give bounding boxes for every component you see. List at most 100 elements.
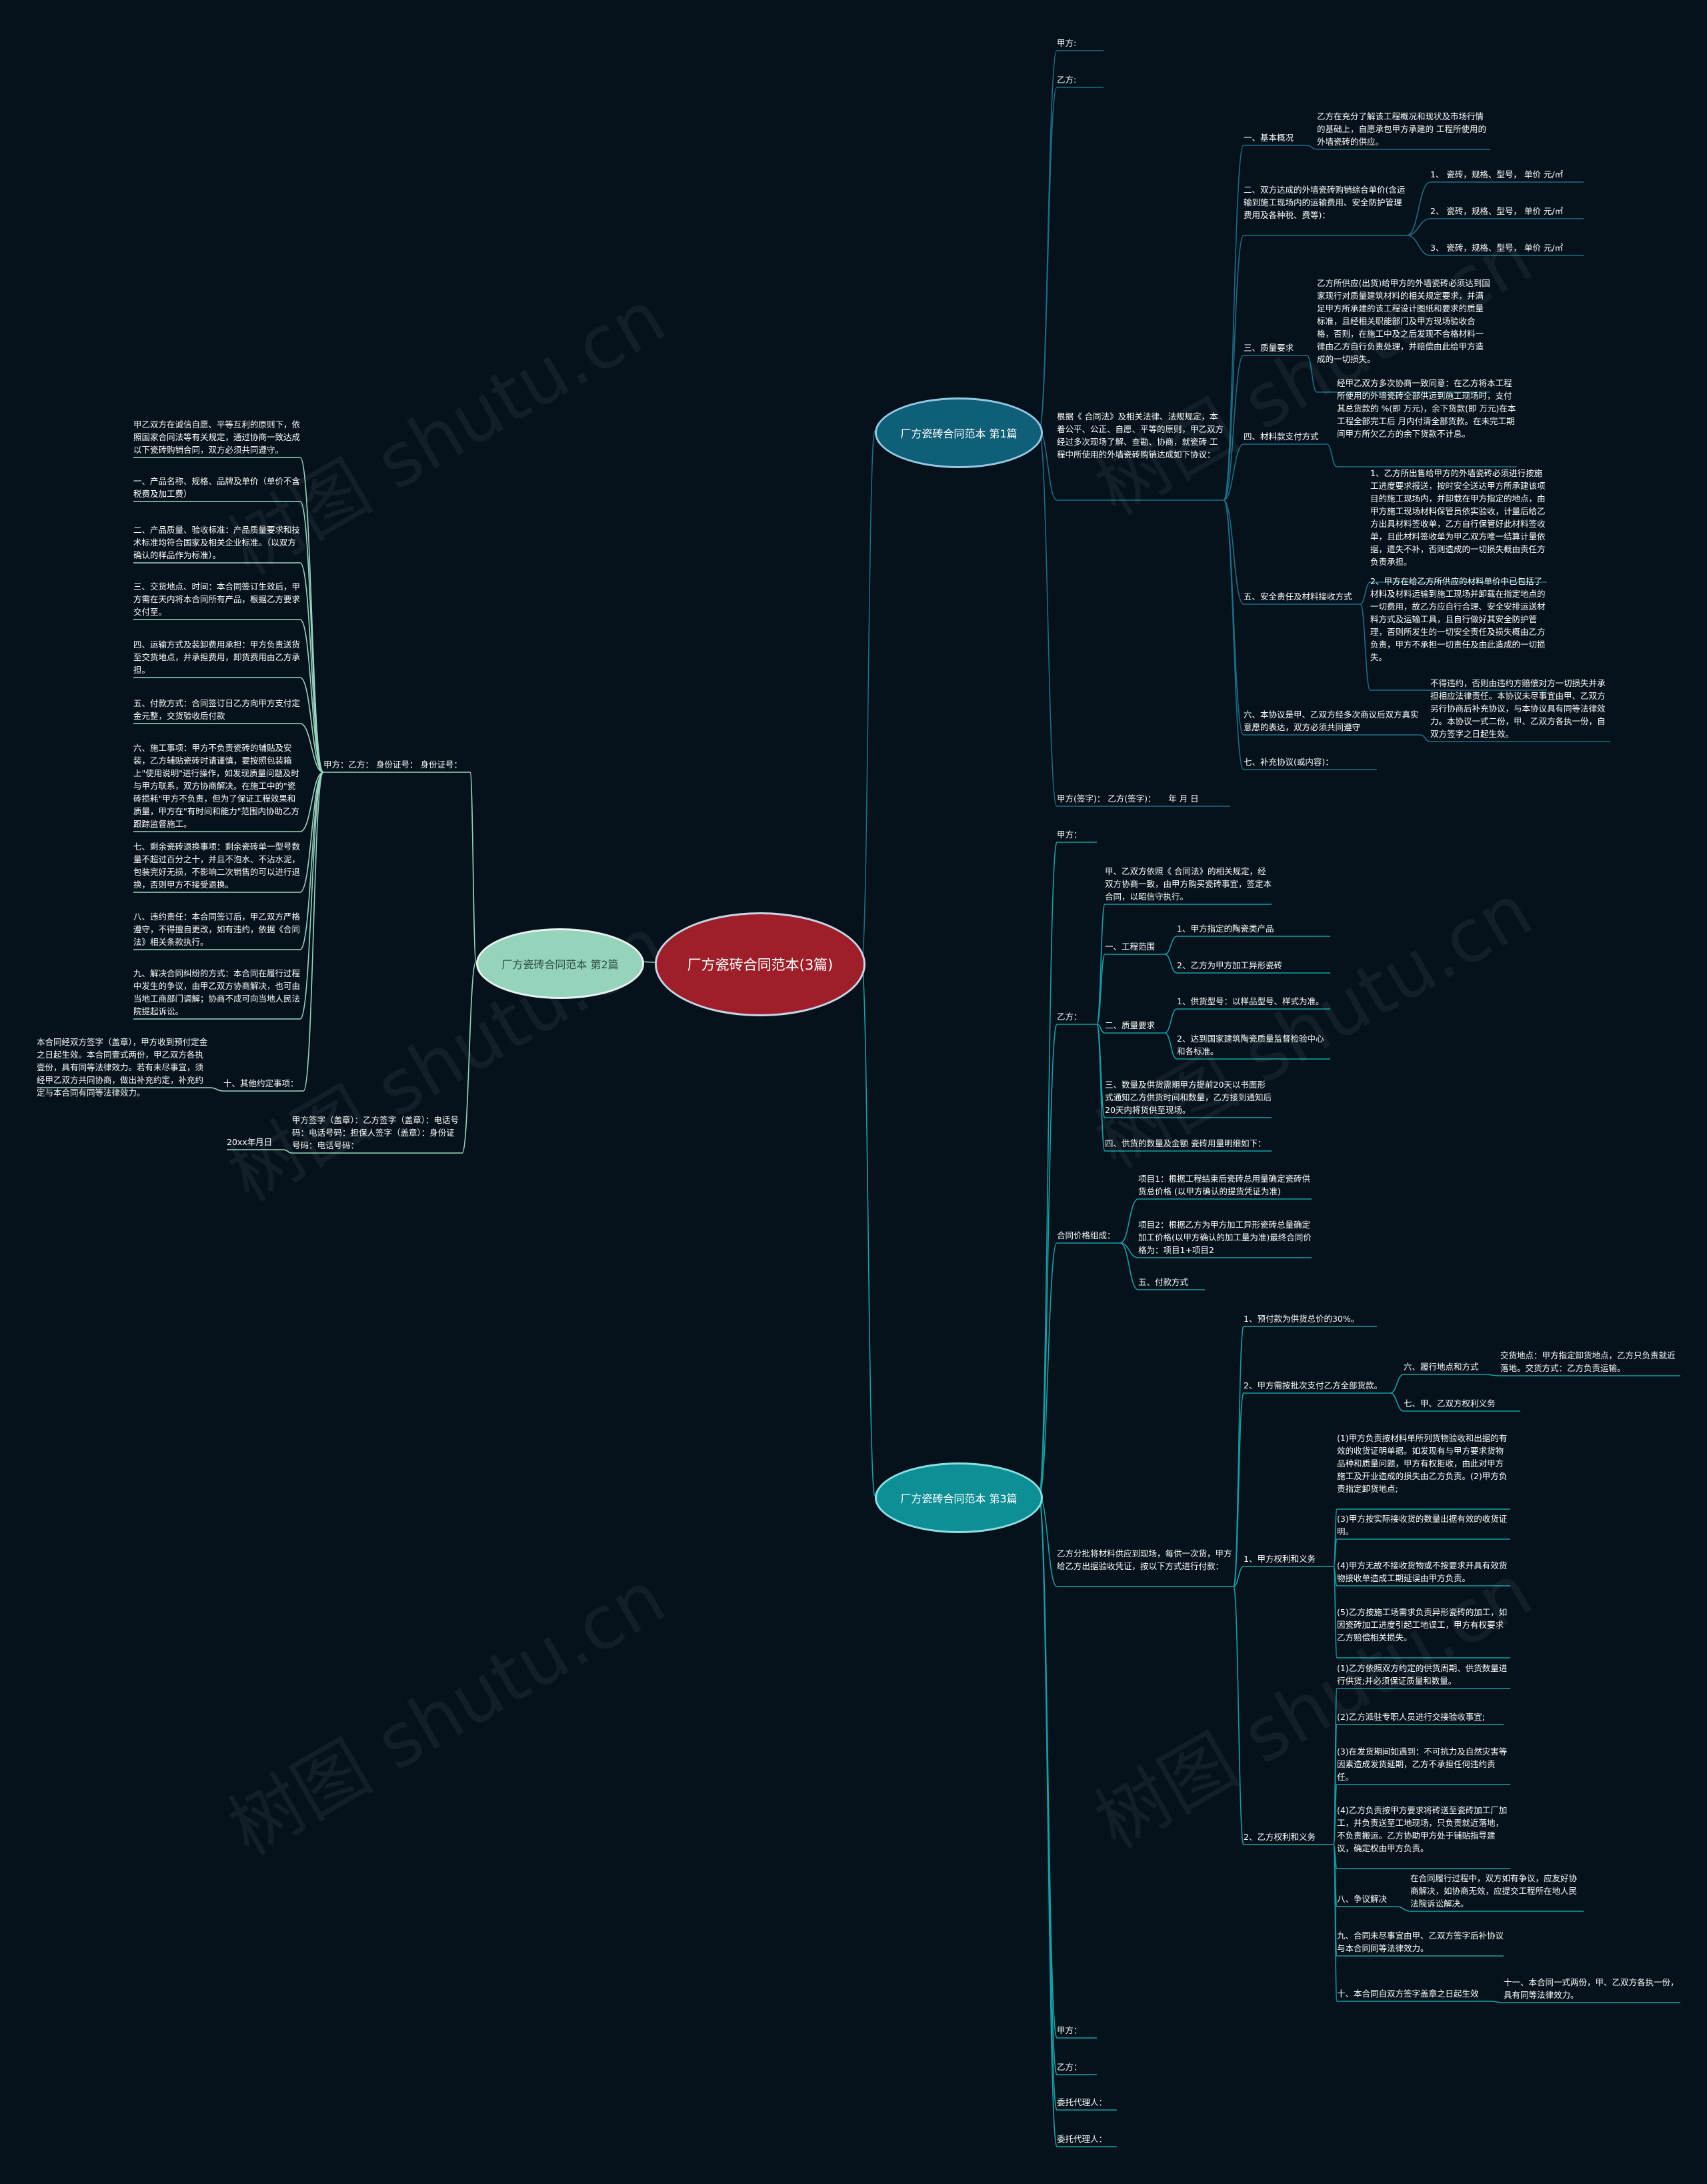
connector-b2_c1_2	[299, 501, 324, 773]
topic-b2-c1-3[interactable]: 二、产品质量、验收标准：产品质量要求和技术标准均符合国家及相关企业标准。（以双方…	[133, 525, 301, 560]
topic-b2-c1-1[interactable]: 甲乙双方在诚信自愿、平等互利的原则下，依照国家合同法等有关规定，通过协商一致达成…	[133, 419, 301, 455]
topic-b3-c2-2[interactable]: 一、工程范围	[1105, 942, 1156, 952]
topic-b1-c1[interactable]: 甲方:	[1057, 38, 1077, 48]
topic-b3-c4-4-1[interactable]: (1)乙方依照双方约定的供货周期、供货数量进行供货;并必须保证质量和数量。	[1337, 1663, 1508, 1686]
connector-b3_c4_1	[1233, 1326, 1244, 1587]
connector-b3_c4	[1038, 1495, 1058, 1587]
topic-b1-c3-2[interactable]: 二、双方达成的外墙瓷砖购销综合单价(含运输到施工现场内的运输费用、安全防护管理费…	[1244, 185, 1406, 220]
topic-b3-c2[interactable]: 乙方：	[1057, 1012, 1082, 1022]
branch-topic-3[interactable]: 厂方瓷砖合同范本 第3篇	[875, 1462, 1043, 1533]
branch-topic-2[interactable]: 厂方瓷砖合同范本 第2篇	[476, 928, 644, 999]
connector-b2_c1_3	[299, 562, 324, 773]
topic-b1-c3-4[interactable]: 四、材料款支付方式	[1244, 431, 1319, 441]
topic-b2-c2-1[interactable]: 20xx年月日	[227, 1137, 273, 1147]
topic-b1-c3-5-2[interactable]: 2、甲方在给乙方所供应的材料单价中已包括了材料及材料运输到施工现场并卸载在指定地…	[1370, 576, 1546, 662]
topic-b3-c4-4-7-1[interactable]: 十一、本合同一式两份，甲、乙双方各执一份，具有同等法律效力。	[1504, 1977, 1679, 2000]
topic-b2-c1-11[interactable]: 十、其他约定事项：	[223, 1078, 299, 1088]
topic-b3-c2-3-1[interactable]: 1、供货型号：以样品型号、样式为准。	[1177, 996, 1324, 1006]
topic-b1-c3-3[interactable]: 三、质量要求	[1244, 343, 1294, 353]
topic-b3-c2-5[interactable]: 四、供货的数量及金额 瓷砖用量明细如下：	[1105, 1138, 1266, 1148]
topic-b3-c4[interactable]: 乙方分批将材料供应到现场，每供一次货，甲方给乙方出据验收凭证，按以下方式进行付款…	[1057, 1548, 1232, 1571]
connector-b3_c2	[1038, 1024, 1058, 1496]
topic-b3-c4-2[interactable]: 2、甲方需按批次支付乙方全部货款。	[1244, 1380, 1382, 1390]
topic-b1-c3-3-1[interactable]: 乙方所供应(出货)给甲方的外墙瓷砖必须达到国家现行对质量建筑材料的相关规定要求，…	[1317, 278, 1490, 364]
topic-b1-c3-5-1[interactable]: 1、乙方所出售给甲方的外墙瓷砖必须进行按施工进度要求报送，按时安全送达甲方所承建…	[1370, 468, 1546, 567]
topic-b3-c2-2-2[interactable]: 2、乙方为甲方加工异形瓷砖	[1177, 960, 1282, 970]
topic-b2-c1-8[interactable]: 七、剩余瓷砖退换事项：剩余瓷砖单一型号数量不超过百分之十，并且不泡水、不沾水泥，…	[133, 842, 301, 890]
topic-b2-c1-11-1[interactable]: 本合同经双方签字（盖章），甲方收到预付定金之日起生效。本合同壹式两份，甲乙双方各…	[37, 1037, 208, 1098]
topic-b3-c4-4-5-1[interactable]: 在合同履行过程中，双方如有争议，应友好协商解决，如协商无效，应提交工程所在地人民…	[1410, 1873, 1578, 1909]
connector-b2_c1_11	[303, 772, 324, 1092]
topic-b3-c2-3[interactable]: 二、质量要求	[1105, 1020, 1156, 1030]
connector-b3_c4_3_2	[1333, 1538, 1338, 1567]
connector-b1_c3_2_3	[1406, 235, 1431, 256]
topic-b3-c4-4-2[interactable]: (2)乙方派驻专职人员进行交接验收事宜;	[1337, 1712, 1485, 1722]
topic-b3-c2-3-2[interactable]: 2、达到国家建筑陶瓷质量监督检验中心和各标准。	[1177, 1034, 1324, 1056]
topic-b1-c3-2-3[interactable]: 3、 瓷砖，规格、型号， 单价 元/㎡	[1430, 243, 1564, 253]
connector-b1_c3_1	[1223, 145, 1244, 501]
topic-b2-c1[interactable]: 甲方：乙方： 身份证号： 身份证号：	[323, 760, 462, 770]
topic-b1-c3-7[interactable]: 七、补充协议(或内容)：	[1244, 757, 1334, 767]
root-topic[interactable]: 厂方瓷砖合同范本(3篇)	[655, 912, 866, 1016]
topic-b3-c2-1[interactable]: 甲、乙双方依照《 合同法》的相关规定，经双方协商一致，由甲方购买瓷砖事宜，签定本…	[1105, 866, 1272, 902]
topic-b1-c3-5[interactable]: 五、安全责任及材料接收方式	[1244, 592, 1352, 602]
topic-b1-c3-6[interactable]: 六、本协议是甲、乙双方经多次商议后双方真实意愿的表达，双方必须共同遵守	[1244, 710, 1419, 732]
topic-b2-c1-4[interactable]: 三、交货地点、时间：本合同签订生效后，甲方需在天内将本合同所有产品，根据乙方要求…	[133, 582, 301, 617]
connector-b3_c4_2	[1233, 1392, 1244, 1587]
topic-b2-c1-6[interactable]: 五、付款方式：合同签订日乙方向甲方支付定金元整，交货验收后付款	[133, 698, 301, 721]
topic-b3-c4-2-1-1[interactable]: 交货地点：甲方指定卸货地点，乙方只负责就近落地。交货方式：乙方负责运输。	[1500, 1350, 1676, 1373]
connector-b3_c8	[1038, 1495, 1058, 2147]
topic-b3-c8[interactable]: 委托代理人：	[1057, 2134, 1108, 2144]
topic-b2-c1-7[interactable]: 六、施工事项：甲方不负责瓷砖的辅贴及安装，乙方辅贴瓷砖时请谨慎，要按照包装箱上"…	[133, 743, 299, 829]
connector-b3_c2_2_1	[1164, 936, 1178, 955]
topic-b3-c4-2-2[interactable]: 七、甲、乙双方权利义务	[1404, 1398, 1496, 1408]
topic-b3-c3-2[interactable]: 项目2：根据乙方为甲方加工异形瓷砖总量确定加工价格(以甲方确认的加工量为准)最终…	[1138, 1220, 1312, 1255]
topic-b2-c2[interactable]: 甲方签字（盖章）：乙方签字（盖章）：电话号码：电话号码：担保人签字（盖章）：身份…	[292, 1115, 459, 1150]
topic-b1-c3-6-1[interactable]: 不得违约，否则由违约方赔偿对方一切损失并承担相应法律责任。本协议未尽事宜由甲、乙…	[1430, 678, 1606, 739]
topic-b3-c4-4-7[interactable]: 十、本合同自双方签字盖章之日起生效	[1337, 1989, 1479, 1999]
topic-b1-c2[interactable]: 乙方:	[1057, 75, 1077, 85]
topic-b3-c4-4-5[interactable]: 八、争议解决	[1337, 1894, 1388, 1904]
topic-b3-c1[interactable]: 甲方：	[1057, 830, 1082, 840]
topic-b3-c4-4-4[interactable]: (4)乙方负责按甲方要求将砖送至瓷砖加工厂加工，并负责送至工地现场，只负责就近落…	[1337, 1805, 1508, 1853]
topic-b1-c3-4-1[interactable]: 经甲乙双方多次协商一致同意：在乙方将本工程所使用的外墙瓷砖全部供运到施工现场时，…	[1337, 378, 1516, 439]
connector-b2_c1_8	[299, 772, 324, 893]
topic-b1-c3-2-2[interactable]: 2、 瓷砖，规格、型号， 单价 元/㎡	[1430, 206, 1564, 216]
topic-b3-c2-2-1[interactable]: 1、甲方指定的陶瓷类产品	[1177, 924, 1274, 934]
branch-topic-1[interactable]: 厂方瓷砖合同范本 第1篇	[875, 397, 1043, 468]
topic-b3-c5[interactable]: 甲方：	[1057, 2025, 1082, 2035]
topic-b3-c3-1[interactable]: 项目1：根据工程结束后瓷砖总用量确定瓷砖供货总价格 (以甲方确认的提货凭证为准)	[1138, 1174, 1310, 1196]
connector-b1_c4	[1038, 430, 1058, 807]
topic-b3-c7[interactable]: 委托代理人：	[1057, 2097, 1108, 2107]
connector-b2_c1_11_1	[209, 1087, 224, 1092]
topic-b1-c3-2-1[interactable]: 1、 瓷砖，规格、型号， 单价 元/㎡	[1430, 169, 1564, 179]
topic-b1-c4[interactable]: 甲方(签字)： 乙方(签字)： 年 月 日	[1057, 794, 1199, 804]
topic-b3-c4-1[interactable]: 1、预付款为供货总价的30%。	[1244, 1314, 1360, 1324]
topic-b3-c4-3[interactable]: 1、甲方权利和义务	[1244, 1554, 1316, 1564]
connector-b1_c3_6	[1223, 499, 1244, 736]
topic-b3-c4-4-3[interactable]: (3)在发货期间如遇到：不可抗力及自然灾害等因素造成发货延期，乙方不承担任何违约…	[1337, 1747, 1508, 1782]
topic-b3-c4-2-1[interactable]: 六、履行地点和方式	[1404, 1362, 1479, 1372]
topic-b3-c4-3-4[interactable]: (5)乙方按施工场需求负责异形瓷砖的加工，如因瓷砖加工进度引起工地误工，甲方有权…	[1337, 1607, 1508, 1643]
topic-b3-c4-3-2[interactable]: (3)甲方按实际接收货的数量出据有效的收货证明。	[1337, 1514, 1508, 1536]
topic-b2-c1-5[interactable]: 四、运输方式及装卸费用承担：甲方负责送货至交货地点，并承担费用，卸货费用由乙方承…	[133, 640, 301, 675]
topic-b3-c2-4[interactable]: 三、数量及供货需期甲方提前20天以书面形式通知乙方供货时间和数量，乙方接到通知后…	[1105, 1080, 1272, 1115]
topic-b3-c6[interactable]: 乙方：	[1057, 2062, 1082, 2072]
topic-b3-c4-3-1[interactable]: (1)甲方负责按材料单所列货物验收和出据的有效的收货证明单据。如发现有与甲方要求…	[1337, 1433, 1508, 1494]
connector-b3_c4_2_1_1	[1483, 1374, 1501, 1376]
topic-b2-c1-2[interactable]: 一、产品名称、规格、品牌及单价（单价不含税费及加工费）	[133, 476, 301, 499]
topic-b3-c4-3-3[interactable]: (4)甲方无故不接收货物或不按要求开具有效货物接收单造成工期延误由甲方负责。	[1337, 1560, 1508, 1583]
topic-b2-c1-10[interactable]: 九、解决合同纠纷的方式：本合同在履行过程中发生的争议，由甲乙双方协商解决，也可由…	[133, 968, 301, 1016]
connector-b1_c3_7	[1223, 499, 1244, 770]
connector-b2_c1	[469, 772, 477, 962]
topic-b1-c3-1-1[interactable]: 乙方在充分了解该工程概况和现状及市场行情的基础上，自愿承包甲方承建的 工程所使用…	[1317, 111, 1486, 147]
connector-b2_c1_6	[299, 723, 324, 773]
topic-b1-c3[interactable]: 根据《 合同法》及相关法律、法规规定，本着公平、公正、自愿、平等的原则，甲乙双方…	[1057, 411, 1224, 459]
topic-b3-c3[interactable]: 合同价格组成：	[1057, 1230, 1116, 1240]
topic-b1-c3-1[interactable]: 一、基本概况	[1244, 133, 1294, 143]
topic-b2-c1-9[interactable]: 八、违约责任：本合同签订后，甲乙双方严格遵守，不得擅自更改，如有违约，依据《合同…	[133, 912, 301, 947]
topic-b3-c3-3[interactable]: 五、付款方式	[1138, 1277, 1189, 1287]
topic-b3-c4-4-6[interactable]: 九、合同未尽事宜由甲、乙双方签字后补协议与本合同同等法律效力。	[1337, 1931, 1504, 1953]
topic-b3-c4-4[interactable]: 2、乙方权利和义务	[1244, 1832, 1316, 1842]
